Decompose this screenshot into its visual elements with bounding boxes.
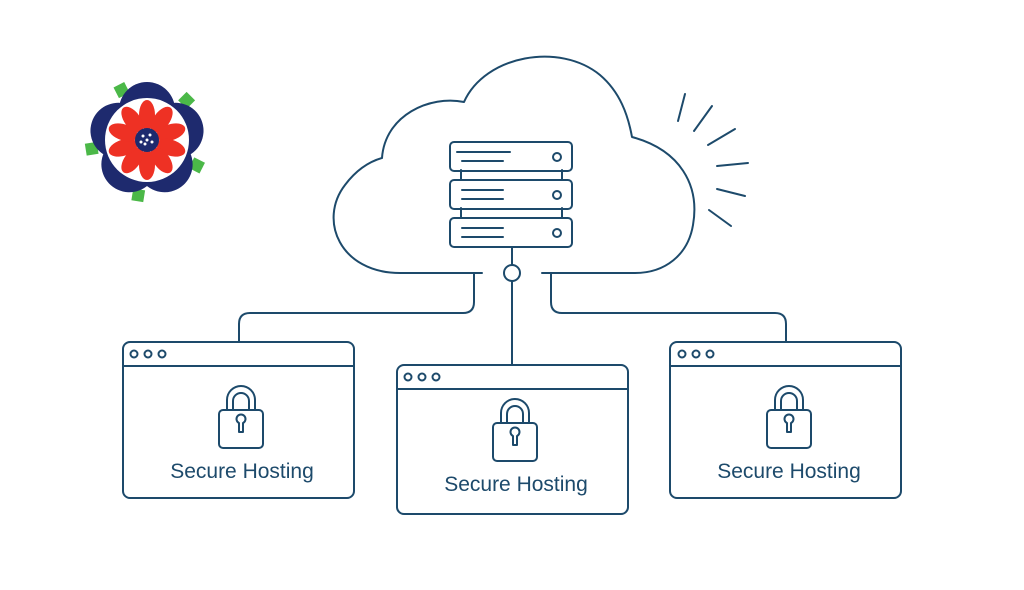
server-unit	[449, 141, 573, 172]
server-rack-icon	[449, 141, 573, 248]
logo-seeds	[139, 133, 154, 146]
network-node	[503, 264, 521, 282]
server-unit	[449, 179, 573, 210]
logo-red-petals	[108, 100, 186, 180]
padlock-icon	[492, 398, 538, 462]
window-label: Secure Hosting	[170, 460, 314, 483]
server-unit	[449, 217, 573, 248]
padlock-icon	[218, 385, 264, 449]
window-controls-icon	[129, 349, 167, 359]
window-controls-icon	[677, 349, 715, 359]
sparkle-icon	[677, 93, 749, 227]
window-controls-icon	[403, 372, 441, 382]
hosting-window: Secure Hosting	[669, 341, 902, 499]
tudor-rose-logo	[84, 82, 205, 203]
cloud-icon	[332, 55, 696, 274]
connector-left	[238, 272, 475, 343]
hosting-window: Secure Hosting	[396, 364, 629, 515]
hosting-window: Secure Hosting	[122, 341, 355, 499]
window-label: Secure Hosting	[444, 473, 588, 496]
padlock-icon	[766, 385, 812, 449]
window-label: Secure Hosting	[717, 460, 861, 483]
connector-right	[550, 272, 787, 343]
